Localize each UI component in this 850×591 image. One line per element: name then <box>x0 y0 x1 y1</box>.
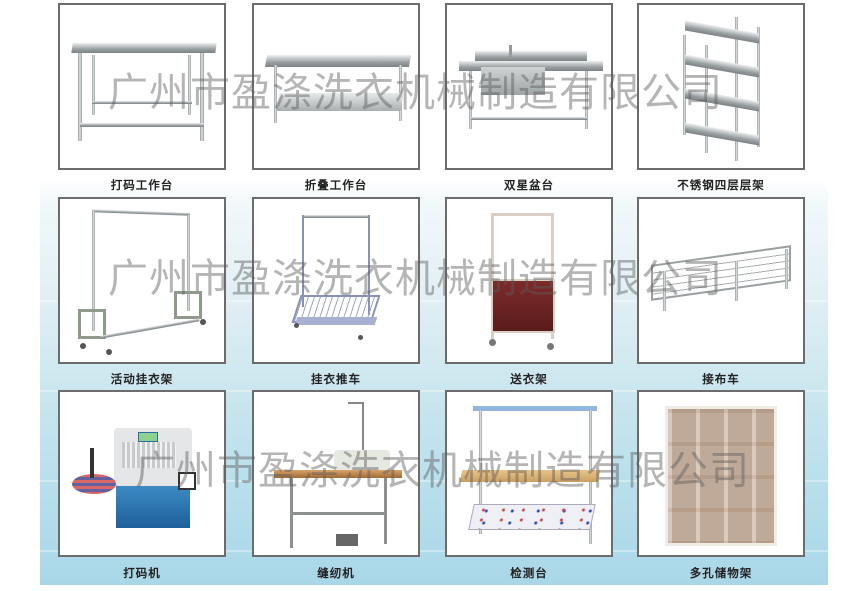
product-card-mobile-garment-rack[interactable] <box>58 197 226 364</box>
product-card-double-sink[interactable] <box>445 3 613 170</box>
product-card-folding-workbench[interactable] <box>252 3 420 170</box>
product-caption: 挂衣推车 <box>311 372 361 386</box>
product-caption: 检测台 <box>510 566 548 580</box>
product-caption: 送衣架 <box>510 372 548 386</box>
product-caption: 多孔储物架 <box>689 566 753 580</box>
product-card-garment-trolley[interactable] <box>252 197 420 364</box>
product-card-inspection-table[interactable] <box>445 390 613 557</box>
product-caption: 打码机 <box>123 566 161 580</box>
product-caption: 折叠工作台 <box>304 178 368 192</box>
product-caption: 活动挂衣架 <box>110 372 174 386</box>
product-caption: 双星盆台 <box>504 178 554 192</box>
product-caption: 接布车 <box>702 372 740 386</box>
product-card-coding-machine[interactable] <box>58 390 226 557</box>
product-caption: 不锈钢四层层架 <box>677 178 765 192</box>
product-card-fabric-cart[interactable] <box>637 197 805 364</box>
product-card-delivery-cart[interactable] <box>445 197 613 364</box>
product-caption: 缝纫机 <box>317 566 355 580</box>
product-card-coding-workbench[interactable] <box>58 3 226 170</box>
product-card-four-tier-shelf[interactable] <box>637 3 805 170</box>
product-caption: 打码工作台 <box>110 178 174 192</box>
product-card-multi-cubby-shelf[interactable] <box>637 390 805 557</box>
product-card-sewing-machine[interactable] <box>252 390 420 557</box>
